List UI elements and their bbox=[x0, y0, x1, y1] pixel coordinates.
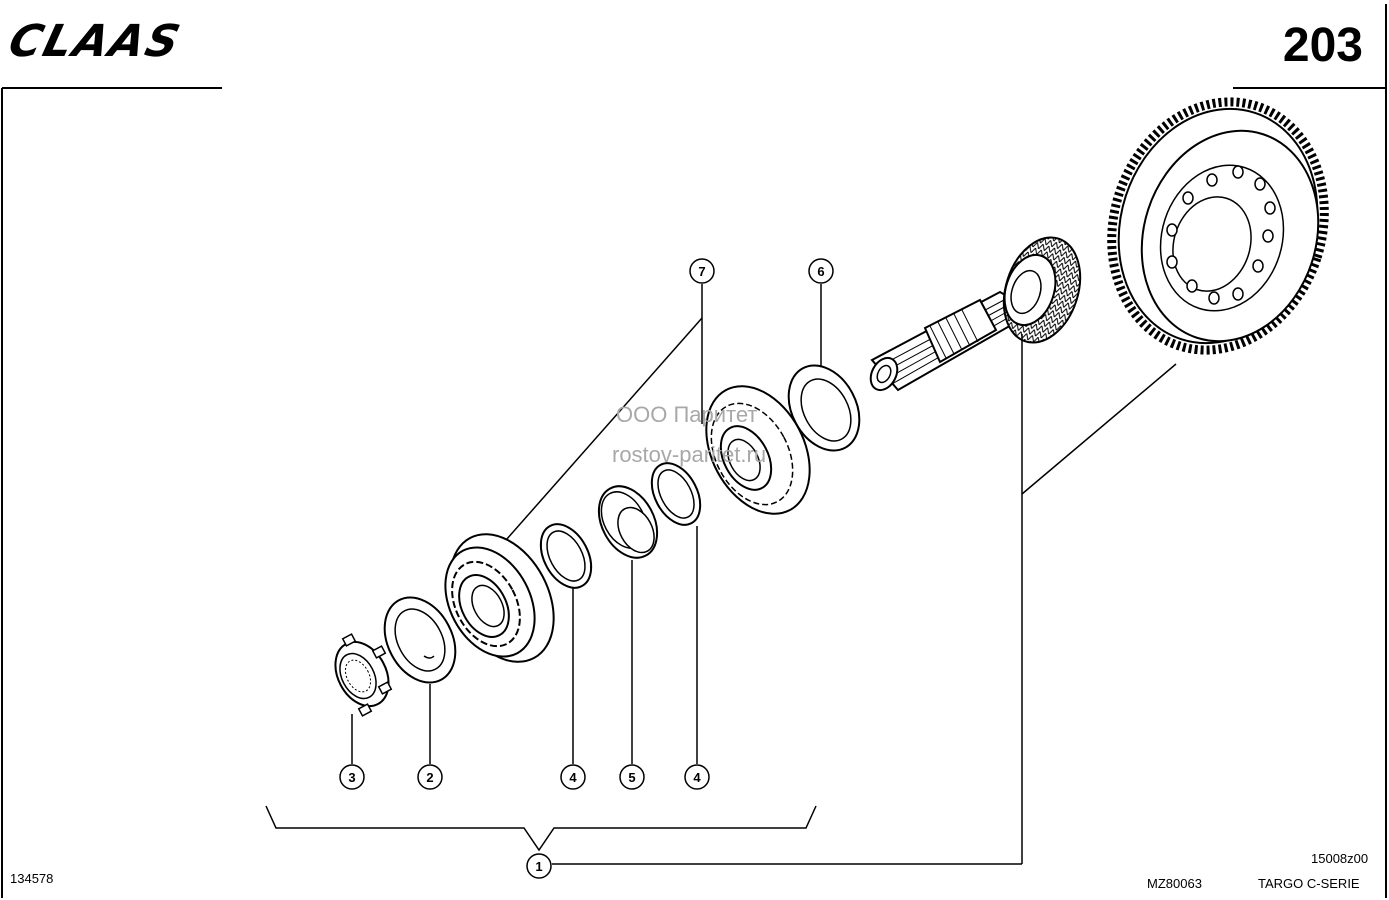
pinion-shaft bbox=[869, 236, 1082, 392]
callout-label: 2 bbox=[426, 770, 433, 785]
callouts: 3 2 4 5 4 6 7 1 bbox=[339, 258, 834, 879]
ring-part-4a bbox=[539, 523, 593, 589]
callout-5: 5 bbox=[619, 764, 645, 790]
callout-3: 3 bbox=[339, 764, 365, 790]
callout-label: 4 bbox=[569, 770, 577, 785]
callout-label: 4 bbox=[693, 770, 701, 785]
page-border bbox=[1, 4, 1387, 898]
watermark-company: ООО Паритет bbox=[616, 402, 758, 427]
slotted-nut-part-3 bbox=[334, 633, 393, 717]
callout-2: 2 bbox=[417, 764, 443, 790]
callout-label: 1 bbox=[535, 859, 542, 874]
leader-lines bbox=[265, 284, 1177, 865]
callout-6: 6 bbox=[808, 258, 834, 284]
roller-bearing-part-7 bbox=[705, 385, 811, 515]
brand-logo: CLAAS bbox=[3, 16, 187, 67]
callout-7: 7 bbox=[689, 258, 715, 284]
ring-part-4b bbox=[650, 462, 702, 526]
callout-label: 3 bbox=[348, 770, 355, 785]
callout-label: 7 bbox=[698, 264, 705, 279]
lock-washer-part-2 bbox=[383, 596, 457, 684]
callout-4b: 4 bbox=[684, 764, 710, 790]
callout-1: 1 bbox=[526, 853, 552, 879]
bearing-cup-part-5 bbox=[597, 485, 659, 559]
bolt-holes bbox=[1166, 165, 1276, 305]
sheet-code: 15008z00 bbox=[1311, 851, 1369, 866]
callout-label: 5 bbox=[628, 770, 635, 785]
callout-label: 6 bbox=[817, 264, 824, 279]
drawing-number: 134578 bbox=[10, 871, 54, 886]
model-code: MZ80063 bbox=[1147, 876, 1202, 891]
ring-gear bbox=[1107, 97, 1329, 355]
series-name: TARGO C-SERIE bbox=[1258, 876, 1360, 891]
callout-4a: 4 bbox=[560, 764, 586, 790]
page-number: 203 bbox=[1282, 19, 1363, 72]
roller-bearing-part-7-lower bbox=[444, 533, 555, 663]
watermark-url: rostov-paritet.ru bbox=[612, 442, 767, 467]
